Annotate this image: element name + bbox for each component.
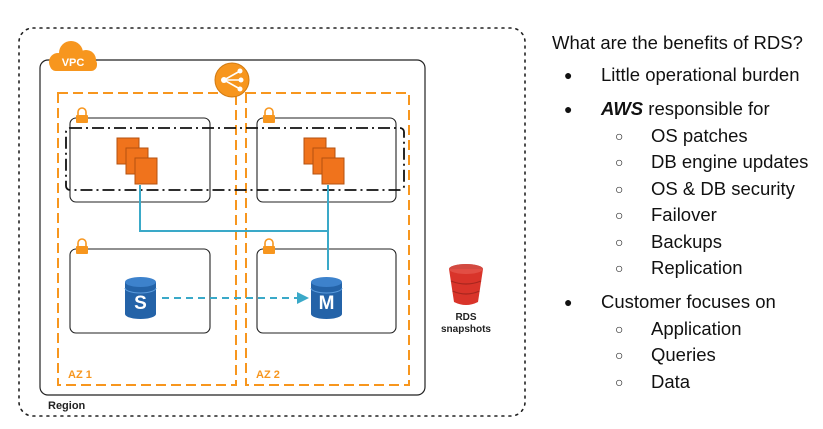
lock-icon xyxy=(76,238,88,254)
az2-label: AZ 2 xyxy=(256,369,280,381)
az1-label: AZ 1 xyxy=(68,369,92,381)
sub-list-item: ○ Application xyxy=(552,318,820,340)
circle-bullet-icon: ○ xyxy=(615,154,624,170)
cloud-icon xyxy=(49,41,97,71)
circle-bullet-icon: ○ xyxy=(615,260,624,276)
sub-list-item-label: Data xyxy=(651,370,691,392)
sub-list-item: ○ OS & DB security xyxy=(552,178,820,200)
region-boundary xyxy=(18,27,526,417)
sub-list-item-label: DB engine updates xyxy=(651,151,809,172)
rds-database-icon xyxy=(124,277,157,319)
circle-bullet-icon: ○ xyxy=(615,180,624,197)
sub-list-item-label: Replication xyxy=(651,257,743,278)
sub-list-item: ○ DB engine updates xyxy=(552,151,820,173)
list-item-label: Little operational burden xyxy=(601,64,800,85)
aws-emphasis: AWS xyxy=(601,98,644,119)
sub-list-item-label: OS patches xyxy=(651,124,748,146)
auto-scaling-group xyxy=(65,127,405,191)
bullet-icon: ● xyxy=(564,294,573,310)
bullet-icon: ● xyxy=(564,67,573,83)
sub-list-item-label: OS & DB security xyxy=(651,177,795,199)
ec2-instances-icon xyxy=(303,137,345,185)
s3-bucket-icon xyxy=(449,264,483,305)
az2-boundary xyxy=(245,92,410,386)
architecture-diagram: Region VPC AZ 1 AZ 2 xyxy=(18,27,526,417)
list-item-label: Customer focuses on xyxy=(601,291,776,312)
sub-list-item-label: Queries xyxy=(651,344,716,365)
sub-list-item: ○ OS patches xyxy=(552,125,820,147)
circle-bullet-icon: ○ xyxy=(615,127,624,144)
sub-list-item-label: Failover xyxy=(651,204,717,225)
benefits-list: What are the benefits of RDS? ● Little o… xyxy=(552,32,820,393)
lock-icon xyxy=(263,238,275,254)
circle-bullet-icon: ○ xyxy=(615,373,624,390)
sub-list-item: ○ Replication xyxy=(552,257,820,279)
region-label: Region xyxy=(48,400,86,412)
circle-bullet-icon: ○ xyxy=(615,347,624,363)
benefits-title: What are the benefits of RDS? xyxy=(552,32,803,53)
sub-list-item-label: Application xyxy=(651,317,742,339)
sub-list-item: ○ Data xyxy=(552,371,820,393)
list-item: ● Customer focuses on xyxy=(552,291,820,313)
sub-list-item: ○ Failover xyxy=(552,204,820,226)
app-to-db-connection xyxy=(139,185,329,270)
vpc-label: VPC xyxy=(62,57,85,69)
circle-bullet-icon: ○ xyxy=(615,320,624,337)
snapshots-label-line2: snapshots xyxy=(441,324,491,335)
lock-icon xyxy=(76,107,88,123)
ec2-instances-icon xyxy=(116,137,158,185)
bullet-icon: ● xyxy=(564,101,573,117)
vpc-boundary xyxy=(39,59,426,396)
master-db-letter: M xyxy=(319,293,335,314)
snapshots-label-line1: RDS xyxy=(455,312,476,323)
elastic-load-balancer-icon xyxy=(214,62,250,98)
standby-db-letter: S xyxy=(134,293,147,314)
list-item: ● AWS responsible for xyxy=(552,98,820,120)
replication-arrowhead xyxy=(297,292,309,304)
sub-list-item-label: Backups xyxy=(651,230,722,252)
list-item-label: responsible for xyxy=(643,98,770,119)
sub-list-item: ○ Queries xyxy=(552,344,820,366)
list-item: ● Little operational burden xyxy=(552,64,820,86)
rds-database-icon xyxy=(310,277,343,319)
circle-bullet-icon: ○ xyxy=(615,207,624,223)
sub-list-item: ○ Backups xyxy=(552,231,820,253)
circle-bullet-icon: ○ xyxy=(615,233,624,250)
az1-boundary xyxy=(57,92,237,386)
lock-icon xyxy=(263,107,275,123)
